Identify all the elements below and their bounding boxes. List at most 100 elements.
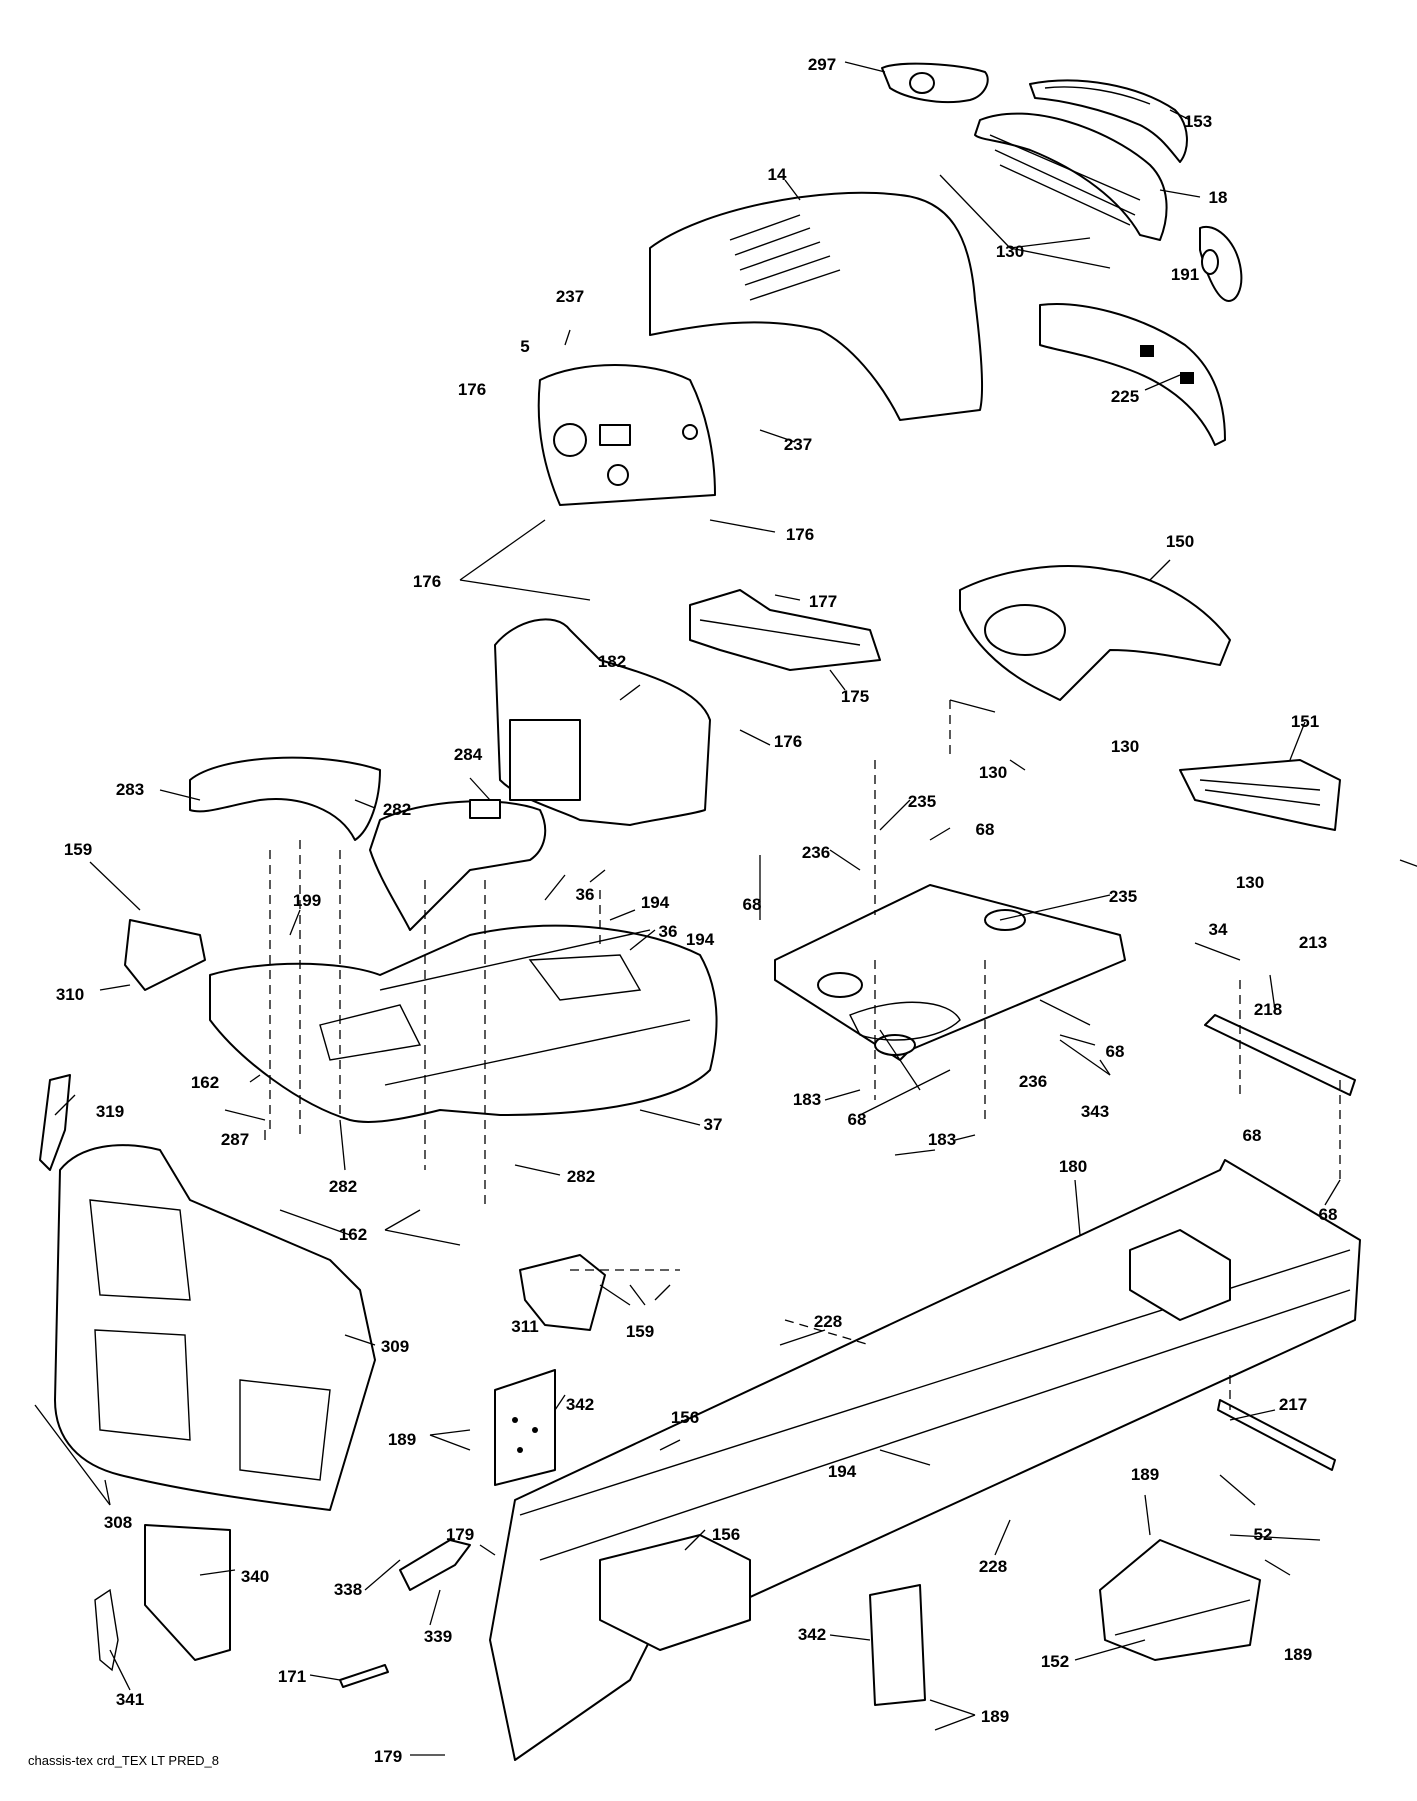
part-34-motor-plate	[774, 884, 1126, 1061]
part-150-shroud	[959, 565, 1231, 701]
callout-194-b: 194	[686, 930, 715, 949]
callout-339: 339	[424, 1627, 452, 1646]
part-37-fender	[209, 924, 718, 1123]
callout-228-b: 228	[979, 1557, 1007, 1576]
callout-237-b: 237	[784, 435, 812, 454]
part-225-panel	[1039, 303, 1226, 446]
callout-287: 287	[221, 1130, 249, 1149]
callout-342-b: 342	[798, 1625, 826, 1644]
callout-68-e: 68	[848, 1110, 867, 1129]
part-340-plate	[144, 1524, 231, 1661]
callout-150: 150	[1166, 532, 1194, 551]
callout-130-c: 130	[979, 763, 1007, 782]
part-310-bracket	[124, 919, 206, 991]
callout-342-a: 342	[566, 1395, 594, 1414]
part-191-knob	[1199, 225, 1243, 302]
callout-311: 311	[511, 1317, 538, 1336]
part-180-frame	[489, 1159, 1361, 1761]
callout-68-c: 68	[1106, 1042, 1125, 1061]
callout-228-a: 228	[814, 1312, 842, 1331]
assembly-lines	[269, 700, 1341, 1410]
callout-130-b: 130	[1111, 737, 1139, 756]
callout-284: 284	[454, 745, 483, 764]
callout-177: 177	[809, 592, 837, 611]
callout-217: 217	[1279, 1395, 1307, 1414]
callout-179-a: 179	[446, 1525, 474, 1544]
callout-225: 225	[1111, 387, 1139, 406]
callout-151: 151	[1291, 712, 1319, 731]
callout-labels: 297 153 14 18 130 191 237 5 176 237 225 …	[56, 55, 1338, 1766]
callout-162-a: 162	[191, 1073, 219, 1092]
callout-130-a: 130	[996, 242, 1024, 261]
callout-340: 340	[241, 1567, 269, 1586]
part-342-plate-lower	[869, 1584, 926, 1706]
part-14-hood	[649, 191, 984, 421]
part-151-bracket	[1179, 759, 1341, 831]
callout-130-d: 130	[1236, 873, 1264, 892]
callout-235-a: 235	[908, 792, 936, 811]
callout-159-a: 159	[64, 840, 92, 859]
callout-176-d: 176	[774, 732, 802, 751]
callout-189-b: 189	[1131, 1465, 1159, 1484]
part-284-cover	[369, 799, 547, 931]
part-319-bracket	[39, 1074, 71, 1171]
callout-176-b: 176	[786, 525, 814, 544]
callout-176-a: 176	[458, 380, 486, 399]
callout-310: 310	[56, 985, 84, 1004]
callout-237-a: 237	[556, 287, 584, 306]
part-311-bracket	[519, 1254, 606, 1331]
callout-68-b: 68	[743, 895, 762, 914]
callout-36-a: 36	[576, 885, 595, 904]
callout-152: 152	[1041, 1652, 1069, 1671]
part-171-pin	[339, 1664, 389, 1688]
diagram-caption: chassis-tex crd_TEX LT PRED_8	[28, 1753, 219, 1768]
callout-183-a: 183	[793, 1090, 821, 1109]
callout-37: 37	[704, 1115, 723, 1134]
callout-68-g: 68	[1319, 1205, 1338, 1224]
part-341-clip	[94, 1588, 119, 1672]
callout-175: 175	[841, 687, 869, 706]
leader-lines	[34, 61, 1417, 1756]
callout-180: 180	[1059, 1157, 1087, 1176]
callout-341: 341	[116, 1690, 144, 1709]
callout-297: 297	[808, 55, 836, 74]
callout-218: 218	[1254, 1000, 1282, 1019]
callout-68-d: 68	[1243, 1126, 1262, 1145]
callout-189-c: 189	[1284, 1645, 1312, 1664]
callout-159-b: 159	[626, 1322, 654, 1341]
callout-199: 199	[293, 891, 321, 910]
callout-194-c: 194	[828, 1462, 857, 1481]
callout-153: 153	[1184, 112, 1212, 131]
callout-338: 338	[334, 1580, 362, 1599]
part-5-dash-panel	[537, 364, 716, 506]
callout-194-a: 194	[641, 893, 670, 912]
callout-156-a: 156	[671, 1408, 699, 1427]
callout-236-b: 236	[1019, 1072, 1047, 1091]
callout-236-a: 236	[802, 843, 830, 862]
callout-282-c: 282	[567, 1167, 595, 1186]
part-283-cover	[189, 756, 381, 841]
callout-282-b: 282	[329, 1177, 357, 1196]
part-175-bracket	[689, 589, 881, 671]
part-342-plate	[494, 1369, 556, 1486]
part-153-trim	[1029, 79, 1188, 163]
callout-156-b: 156	[712, 1525, 740, 1544]
part-18-grille	[974, 112, 1168, 241]
callout-308: 308	[104, 1513, 132, 1532]
callout-189-a: 189	[388, 1430, 416, 1449]
callout-235-b: 235	[1109, 887, 1137, 906]
part-218-rail	[1204, 1014, 1356, 1096]
callout-36-b: 36	[659, 922, 678, 941]
callout-189-d: 189	[981, 1707, 1009, 1726]
callout-34: 34	[1209, 920, 1228, 939]
callout-191: 191	[1171, 265, 1199, 284]
part-297-lens	[881, 62, 989, 104]
callout-18: 18	[1209, 188, 1228, 207]
part-152-cover	[1099, 1539, 1261, 1661]
callout-68-a: 68	[976, 820, 995, 839]
callout-5: 5	[520, 337, 529, 356]
part-309-grille	[54, 1144, 376, 1511]
part-339-lever	[399, 1539, 471, 1591]
callout-176-c: 176	[413, 572, 441, 591]
part-182-front-cover	[494, 618, 711, 826]
